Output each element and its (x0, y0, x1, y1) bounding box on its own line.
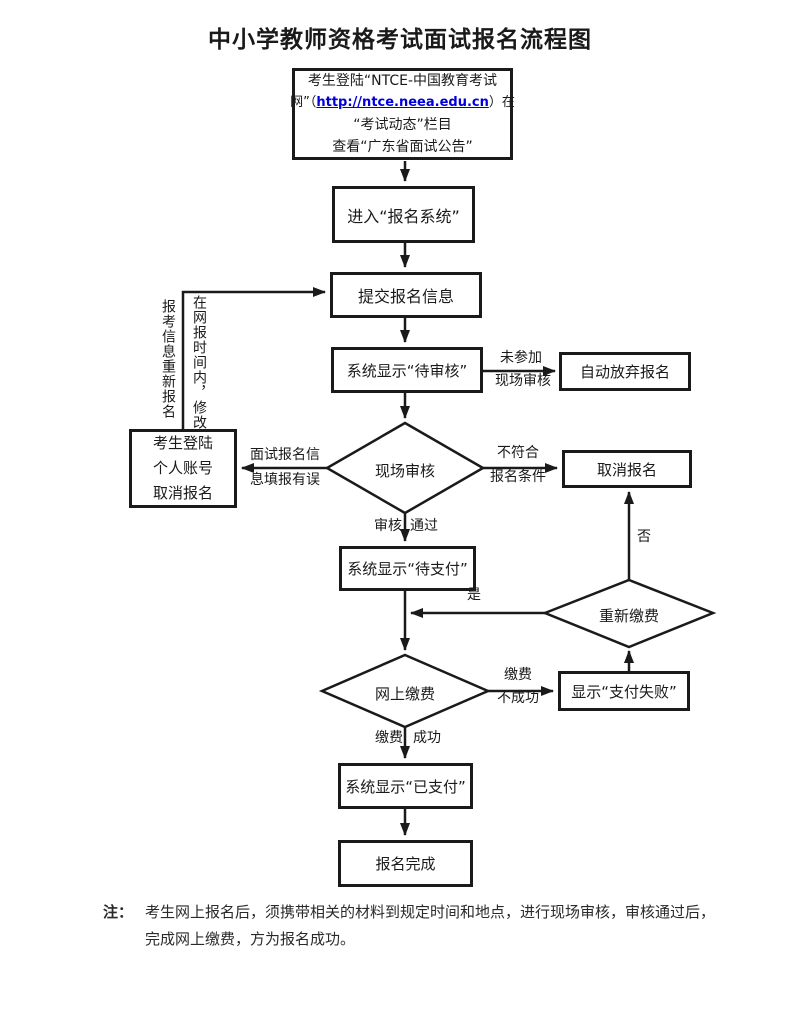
repay-diamond-shape (541, 578, 717, 649)
footnote-prefix: 注： (103, 903, 134, 921)
footnote-line2: 完成网上缴费，方为报名成功。 (145, 930, 356, 948)
start-box-line2-suffix: ）在 (488, 95, 515, 110)
label-yes: 是 (467, 587, 481, 603)
start-box-line1: 考生登陆“NTCE-中国教育考试 (307, 73, 498, 89)
footnote-line1: 考生网上报名后，须携带相关的材料到规定时间和地点，进行现场审核，审核通过后， (145, 903, 716, 921)
footnote: 注： 考生网上报名后，须携带相关的材料到规定时间和地点，进行现场审核，审核通过后… (103, 899, 763, 948)
label-review-pass-right: 通过 (410, 518, 438, 534)
start-box-line2: 网”（http://ntce.neea.edu.cn）在 (290, 92, 515, 114)
complete-box: 报名完成 (338, 840, 473, 887)
label-info-error-2: 息填报有误 (250, 472, 320, 488)
pending-payment-box: 系统显示“待支付” (339, 546, 476, 591)
label-pay-fail-1: 缴费 (504, 667, 532, 683)
onsite-review-diamond-label: 现场审核 (374, 462, 435, 480)
submit-info-box: 提交报名信息 (330, 272, 482, 318)
paid-box: 系统显示“已支付” (338, 763, 473, 809)
label-no: 否 (637, 529, 651, 545)
start-box: 考生登陆“NTCE-中国教育考试 网”（http://ntce.neea.edu… (290, 68, 515, 160)
repay-diamond-label: 重新缴费 (598, 607, 659, 625)
label-pay-success-left: 缴费 (375, 730, 403, 746)
onsite-review-diamond-shape (324, 421, 486, 515)
start-box-line3: “考试动态”栏目 (353, 117, 452, 133)
enter-system-box: 进入“报名系统” (332, 186, 475, 243)
label-review-pass-left: 审核 (374, 518, 402, 534)
label-modify-vertical-left: 报考信息重新报名 (160, 299, 176, 419)
auto-abandon-box: 自动放弃报名 (559, 352, 691, 391)
label-not-qualified-2: 报名条件 (490, 469, 546, 485)
label-modify-vertical-right: 在网报时间内，修改 (191, 295, 207, 430)
label-not-attended-1: 未参加 (500, 350, 542, 366)
pending-review-box: 系统显示“待审核” (331, 347, 483, 393)
cancel-registration-box: 取消报名 (562, 450, 692, 488)
start-box-line4: 查看“广东省面试公告” (332, 139, 473, 155)
arrow-feedback-to-submit (181, 287, 326, 429)
online-payment-diamond-label: 网上缴费 (374, 685, 435, 703)
cancel-account-line1: 考生登陆 (152, 434, 213, 452)
start-box-line2-prefix: 网”（ (290, 95, 317, 110)
label-pay-success-right: 成功 (413, 730, 441, 746)
page-title: 中小学教师资格考试面试报名流程图 (208, 27, 592, 53)
cancel-account-line3: 取消报名 (152, 484, 213, 502)
online-payment-diamond-shape (318, 653, 492, 729)
label-pay-fail-2: 不成功 (497, 690, 539, 706)
payment-failed-box: 显示“支付失败” (558, 671, 690, 711)
ntce-link[interactable]: http://ntce.neea.edu.cn (316, 95, 489, 110)
label-not-qualified-1: 不符合 (497, 445, 539, 461)
cancel-account-box: 考生登陆 个人账号 取消报名 (129, 429, 237, 508)
cancel-account-line2: 个人账号 (152, 459, 213, 477)
label-not-attended-2: 现场审核 (495, 373, 551, 389)
label-info-error-1: 面试报名信 (250, 447, 320, 463)
